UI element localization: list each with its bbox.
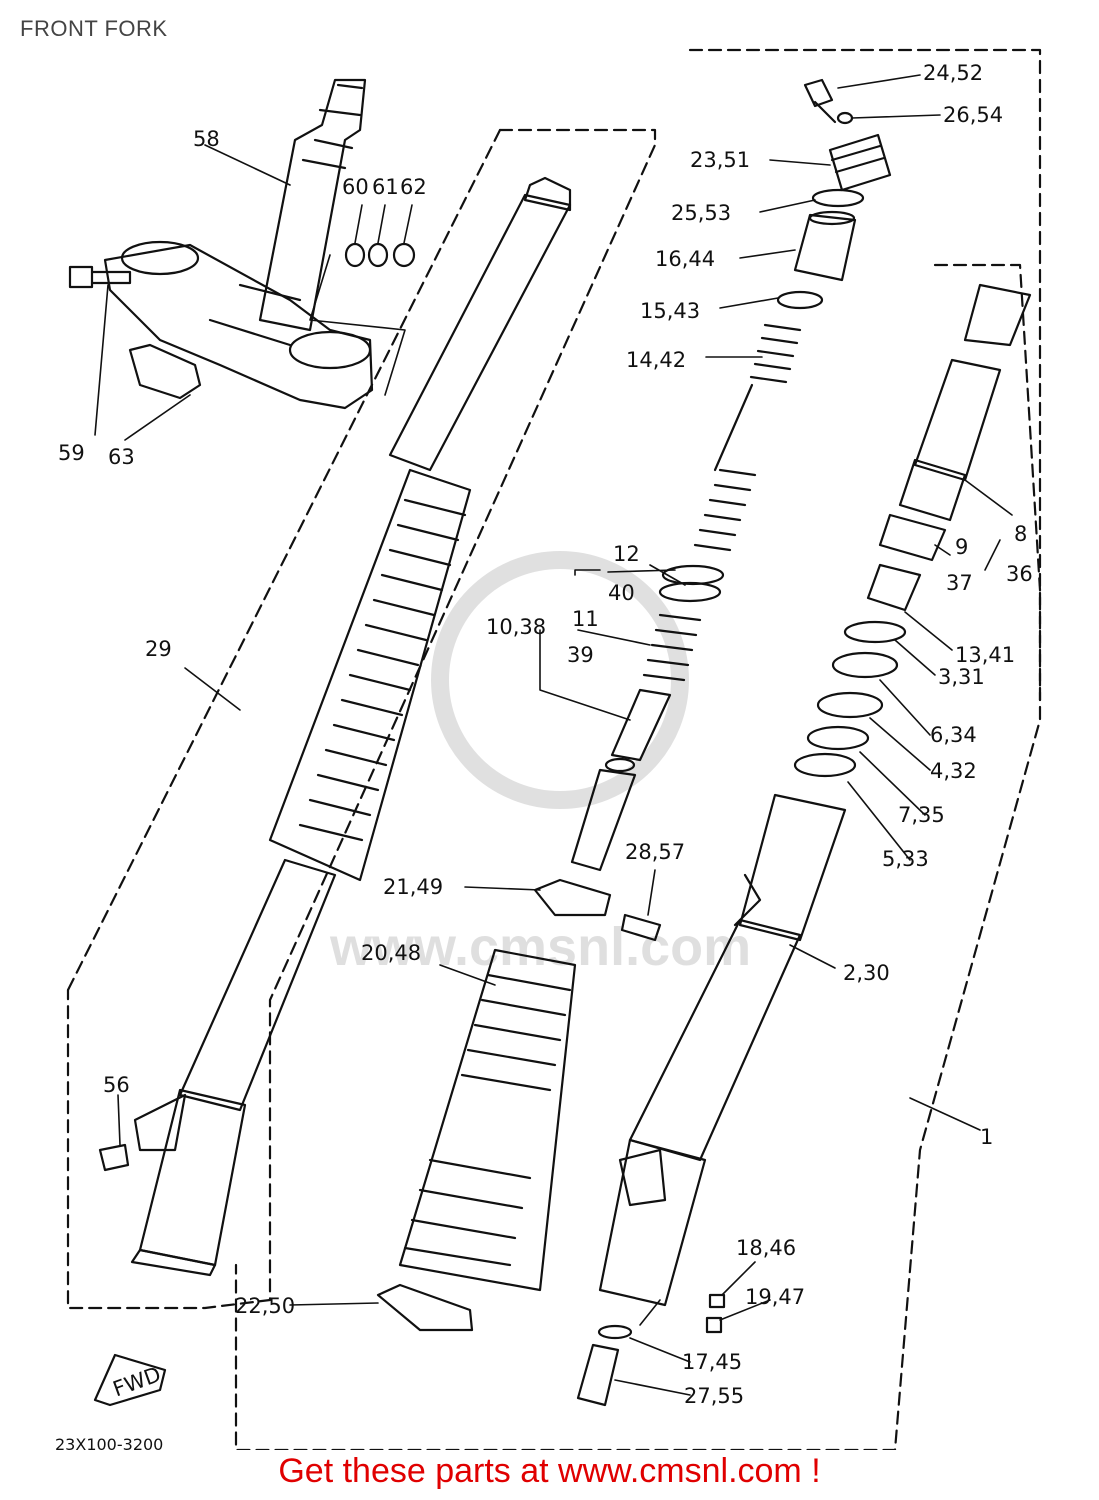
leader-lines bbox=[94, 74, 1013, 1396]
cable-guide-63 bbox=[128, 343, 202, 400]
callout-27-55: 27,55 bbox=[684, 1384, 744, 1408]
cap-bolt-23-51 bbox=[828, 133, 892, 192]
dashed-frame-inner-right bbox=[933, 263, 1042, 702]
callout-21-49: 21,49 bbox=[383, 875, 443, 899]
callout-17-45: 17,45 bbox=[682, 1350, 742, 1374]
callout-1: 1 bbox=[980, 1125, 993, 1149]
callout-22-50: 22,50 bbox=[235, 1294, 295, 1318]
callout-40: 40 bbox=[608, 581, 635, 605]
callout-10-38: 10,38 bbox=[486, 615, 546, 639]
callout-2-30: 2,30 bbox=[843, 961, 890, 985]
callout-36: 36 bbox=[1006, 562, 1033, 586]
outer-tube-right-2-30 bbox=[598, 793, 847, 1307]
damper-rod-10-38 bbox=[570, 688, 672, 872]
callout-5-33: 5,33 bbox=[882, 847, 929, 871]
fork-spring-14-42 bbox=[693, 323, 802, 552]
parts-link-banner[interactable]: Get these parts at www.cmsnl.com ! bbox=[278, 1452, 821, 1490]
fork-boot-20-48 bbox=[398, 948, 577, 1292]
rebound-spring-11-39 bbox=[642, 613, 702, 682]
dust-seal-3-31 bbox=[843, 620, 907, 644]
callout-39: 39 bbox=[567, 643, 594, 667]
callout-56: 56 bbox=[103, 1073, 130, 1097]
callout-61: 61 bbox=[372, 175, 399, 199]
callout-3-31: 3,31 bbox=[938, 665, 985, 689]
callout-19-47: 19,47 bbox=[745, 1285, 805, 1309]
dashed-frame-right bbox=[234, 48, 1042, 1450]
dashed-frame-left-side bbox=[66, 128, 502, 992]
left-outer-tube bbox=[130, 858, 337, 1277]
callout-28-57: 28,57 bbox=[625, 840, 685, 864]
band-21-49 bbox=[533, 878, 612, 917]
steering-stem bbox=[258, 78, 367, 332]
callout-62: 62 bbox=[400, 175, 427, 199]
page-title: FRONT FORK bbox=[20, 16, 168, 41]
watermark-logo: www.cmsnl.com bbox=[329, 551, 751, 977]
callout-16-44: 16,44 bbox=[655, 247, 715, 271]
screw-28-57 bbox=[620, 913, 662, 942]
front-fork-diagram: www.cmsnl.com bbox=[55, 48, 1042, 1450]
callout-63: 63 bbox=[108, 445, 135, 469]
callout-13-41: 13,41 bbox=[955, 643, 1015, 667]
drain-bolts-18-19 bbox=[705, 1293, 726, 1334]
o-ring-25-53 bbox=[811, 188, 865, 208]
fwd-label: FWD bbox=[110, 1362, 164, 1401]
under-bracket bbox=[103, 240, 374, 410]
callout-37: 37 bbox=[946, 571, 973, 595]
bushing-9-37 bbox=[878, 513, 947, 562]
callout-7-35: 7,35 bbox=[898, 803, 945, 827]
oil-seal-6-34 bbox=[831, 651, 899, 679]
callout-14-42: 14,42 bbox=[626, 348, 686, 372]
bushing-13-41 bbox=[866, 563, 922, 612]
callout-59: 59 bbox=[58, 441, 85, 465]
callout-60: 60 bbox=[342, 175, 369, 199]
callout-58: 58 bbox=[193, 127, 220, 151]
spacer-16-44 bbox=[793, 210, 857, 282]
callout-12: 12 bbox=[613, 542, 640, 566]
clip-7-35 bbox=[806, 725, 870, 751]
washer-4-32 bbox=[816, 691, 884, 719]
bolt-27-55 bbox=[576, 1343, 620, 1407]
inner-tube-right-8-36 bbox=[898, 283, 1032, 522]
drawing-code: 23X100-3200 bbox=[55, 1435, 163, 1450]
callout-11: 11 bbox=[572, 607, 599, 631]
callout-6-34: 6,34 bbox=[930, 723, 977, 747]
callout-15-43: 15,43 bbox=[640, 299, 700, 323]
fwd-arrow bbox=[93, 1353, 167, 1407]
callout-25-53: 25,53 bbox=[671, 201, 731, 225]
band-22-50 bbox=[376, 1283, 474, 1332]
axle-bolt-56 bbox=[98, 1143, 130, 1172]
callout-8: 8 bbox=[1014, 522, 1027, 546]
callout-20-48: 20,48 bbox=[361, 941, 421, 965]
dashed-frame-left bbox=[66, 128, 657, 1310]
left-fork-boot-29 bbox=[268, 468, 472, 882]
washer-17-45 bbox=[597, 1324, 633, 1340]
callout-4-32: 4,32 bbox=[930, 759, 977, 783]
pinch-bolts-60-61-62 bbox=[344, 242, 416, 268]
callout-29: 29 bbox=[145, 637, 172, 661]
callout-26-54: 26,54 bbox=[943, 103, 1003, 127]
seal-5-33 bbox=[793, 752, 857, 778]
clamp-bolt-59 bbox=[68, 265, 132, 289]
damper-rod-parts-12-40 bbox=[658, 564, 725, 603]
callout-labels: 24,52 26,54 23,51 25,53 16,44 15,43 14,4… bbox=[55, 61, 1033, 1450]
callout-18-46: 18,46 bbox=[736, 1236, 796, 1260]
callout-23-51: 23,51 bbox=[690, 148, 750, 172]
watermark-text: www.cmsnl.com bbox=[329, 917, 751, 977]
o-ring-26-54 bbox=[836, 111, 854, 125]
spring-seat-15-43 bbox=[776, 290, 824, 310]
left-inner-tube bbox=[388, 176, 572, 472]
callout-24-52: 24,52 bbox=[923, 61, 983, 85]
air-valve-24-52 bbox=[803, 78, 837, 124]
callout-9: 9 bbox=[955, 535, 968, 559]
